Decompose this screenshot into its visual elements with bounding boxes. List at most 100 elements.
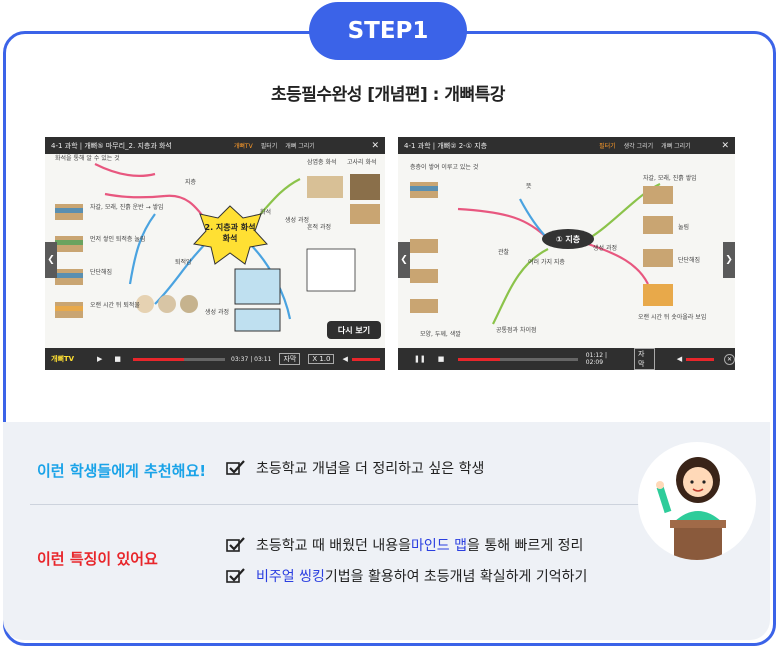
node-text: 생성 과정 (593, 244, 617, 252)
player-bottom-bar: ❚❚ ■ 01:12 | 02:09 자막 ◀ ✕ (398, 348, 735, 370)
node-text: 공통점과 차이점 (496, 326, 537, 334)
progress-fill (458, 357, 501, 361)
teacher-avatar (638, 442, 756, 560)
branch-line (94, 163, 156, 178)
progress-bar[interactable] (458, 357, 578, 361)
node-text: 흔적 과정 (307, 223, 331, 231)
mindmap-drawing: 2. 지층과 화석 화석 화석을 통해 알 수 있는 것 지층 퇴적암 화석 생… (55, 154, 381, 339)
node-text: 관찰 (498, 248, 510, 256)
replay-button: 다시 보기 (338, 325, 370, 335)
filter-tab[interactable]: 필터기 (260, 143, 278, 150)
play-icon[interactable]: ▶ (97, 355, 103, 363)
caption-button[interactable]: 자막 (633, 348, 655, 370)
breadcrumb: 4-1 과학 | 개뼈⑤ 마무리_2. 지층과 화석 (51, 141, 172, 150)
layer-blocks (55, 174, 380, 332)
node-text: 뜻 (526, 183, 532, 190)
filter-tab[interactable]: 필터기 (599, 143, 616, 150)
stop-icon[interactable]: ■ (437, 355, 445, 363)
center-burst (193, 205, 268, 265)
time-display: 03:37 | 03:11 (231, 355, 272, 363)
branch-line (128, 213, 156, 285)
layer-blocks (410, 182, 673, 313)
node-text: 단단해짐 (90, 268, 112, 276)
recommend-item: 초등학교 개념을 더 정리하고 싶은 학생 (226, 458, 484, 478)
progress-bar[interactable] (133, 357, 226, 361)
node-text: 자갈, 모래, 진흙 운반 → 쌓임 (90, 203, 164, 211)
player-bottom-bar: 개뼈TV ▶ ■ 03:37 | 03:11 자막 X 1.0 ◀ (45, 348, 385, 370)
player-top-bar: 4-1 과학 | 개뼈② 2-① 지층 필터기 생각 그리기 개뼈 그리기 ✕ (398, 137, 735, 154)
progress-fill (133, 357, 184, 361)
draw-tab[interactable]: 개뼈 그리기 (285, 143, 315, 150)
teacher-illustration (656, 457, 726, 560)
feature-item-2-text: 기법을 활용하여 초등개념 확실하게 기억하기 (324, 569, 588, 585)
volume-bar[interactable] (351, 357, 380, 361)
draw-tab[interactable]: 개뼈 그리기 (661, 143, 691, 150)
branch-line (154, 238, 211, 305)
pause-icon[interactable]: ❚❚ (414, 355, 426, 363)
highlight-visual-thinking: 비주얼 씽킹 (256, 569, 325, 585)
node-text: 지층 (185, 178, 197, 186)
node-text: 단단해짐 (678, 256, 700, 264)
center-node: 2. 지층과 화석 (205, 222, 256, 232)
branch-line (492, 248, 549, 325)
lecture-screenshot-2[interactable]: 4-1 과학 | 개뼈② 2-① 지층 필터기 생각 그리기 개뼈 그리기 ✕ … (398, 137, 735, 370)
node-text: 퇴적암 (175, 258, 192, 266)
feature-item-2: 비주얼 씽킹 기법을 활용하여 초등개념 확실하게 기억하기 (226, 566, 587, 586)
info-panel (3, 422, 770, 640)
check-icon (226, 568, 245, 583)
features-question: 이런 특징이 있어요 (37, 550, 158, 568)
node-text: 모양, 두께, 색깔 (420, 330, 461, 338)
recommend-question: 이런 학생들에게 추천해요! (37, 462, 207, 480)
center-node: ① 지층 (556, 234, 581, 244)
lecture-screenshot-1[interactable]: 4-1 과학 | 개뼈⑤ 마무리_2. 지층과 화석 개뼈TV 필터기 개뼈 그… (45, 137, 385, 370)
node-text: 층층이 쌓여 이루고 있는 것 (410, 163, 479, 171)
node-text: 고사리 화석 (347, 158, 377, 166)
center-node-2: 화석 (223, 233, 238, 243)
divider (30, 504, 640, 505)
volume-bar[interactable] (686, 357, 715, 361)
prev-arrow-icon[interactable]: ❮ (45, 242, 57, 278)
mindmap-drawing: ① 지층 층층이 쌓여 이루고 있는 것 뜻 생성 과정 여러 가지 지층 공통… (410, 163, 706, 338)
branch-line (104, 192, 166, 199)
close-icon[interactable]: ✕ (721, 140, 729, 151)
tv-logo: 개뼈TV (51, 355, 75, 363)
stop-icon[interactable]: ■ (114, 355, 122, 363)
branch-line (519, 198, 549, 240)
recommend-item-text: 초등학교 개념을 더 정리하고 싶은 학생 (256, 461, 485, 477)
close-circle-icon[interactable]: ✕ (724, 353, 735, 365)
check-icon (226, 537, 245, 552)
feature-item-1-text: 초등학교 때 배웠던 내용을 (256, 538, 412, 554)
speed-button[interactable]: X 1.0 (308, 354, 335, 364)
highlight-mindmap: 마인드 맵 (411, 538, 468, 554)
caption-button[interactable]: 자막 (279, 353, 301, 365)
replay-button-bg (327, 321, 381, 339)
node-text: 화석을 통해 알 수 있는 것 (55, 154, 120, 162)
node-text: 화석 (260, 208, 271, 216)
think-tab[interactable]: 생각 그리기 (623, 143, 654, 150)
tv-tab[interactable]: 개뼈TV (233, 143, 253, 150)
node-text: 삼엽충 화석 (307, 158, 337, 166)
node-text: 생성 과정 (205, 308, 229, 316)
step-badge: STEP1 (309, 2, 467, 60)
breadcrumb: 4-1 과학 | 개뼈② 2-① 지층 (404, 141, 488, 150)
node-text: 오랜 시간 뒤 솟아올라 보임 (638, 313, 706, 321)
next-arrow-icon[interactable]: ❯ (723, 242, 735, 278)
node-text: 여러 가지 지층 (528, 258, 565, 266)
node-text: 자갈, 모래, 진흙 쌓임 (643, 174, 697, 182)
page-title: 초등필수완성 [개념편] : 개뼈특강 (271, 85, 505, 105)
center-node-bg (542, 229, 594, 249)
check-icon (226, 460, 245, 475)
node-text: 오랜 시간 뒤 퇴적물 (90, 301, 140, 309)
player-top-bar: 4-1 과학 | 개뼈⑤ 마무리_2. 지층과 화석 개뼈TV 필터기 개뼈 그… (45, 137, 385, 154)
time-display: 01:12 | 02:09 (585, 352, 607, 366)
feature-item-1-text-end: 을 통해 빠르게 정리 (467, 538, 584, 554)
volume-icon[interactable]: ◀ (342, 355, 348, 363)
node-text: 생성 과정 (285, 216, 309, 224)
close-icon[interactable]: ✕ (371, 140, 379, 151)
volume-icon[interactable]: ◀ (676, 355, 683, 363)
prev-arrow-icon[interactable]: ❮ (398, 242, 410, 278)
branch-line (587, 242, 649, 285)
node-text: 눌림 (678, 223, 689, 231)
node-text: 먼저 쌓인 퇴적층 눌림 (90, 235, 145, 243)
